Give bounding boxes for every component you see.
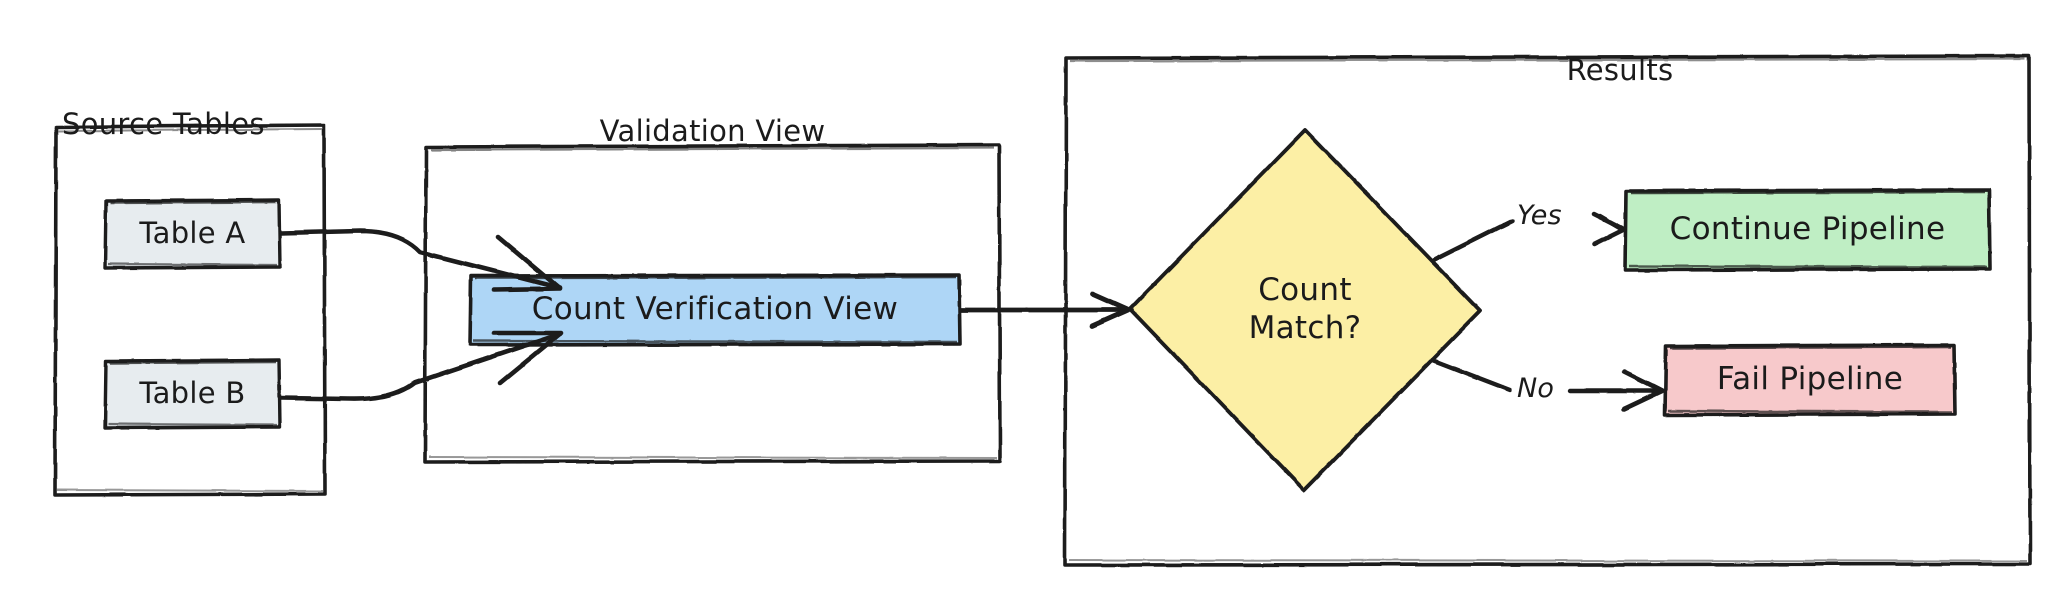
node-count-match-decision[interactable] xyxy=(1128,128,1482,492)
node-fail-pipeline[interactable] xyxy=(1663,343,1957,417)
edge-decision-no-to-fail-pipeline xyxy=(1429,357,1665,412)
table-a-hit-target[interactable] xyxy=(105,200,280,268)
node-table-b[interactable] xyxy=(103,358,282,430)
node-table-a[interactable] xyxy=(103,198,282,270)
node-continue-pipeline[interactable] xyxy=(1623,188,1992,272)
node-label-continue-pipeline: Continue Pipeline xyxy=(1669,211,1946,248)
edge-decision-yes-to-continue-pipeline xyxy=(1431,211,1627,263)
table-b-hit-target[interactable] xyxy=(105,360,280,428)
edge-table-a-to-count-verification-view xyxy=(278,228,563,293)
container-title-results: Results xyxy=(1566,53,1674,88)
node-label-table-b: Table B xyxy=(139,376,246,411)
continue-pipeline-hit-target[interactable] xyxy=(1625,190,1990,270)
fail-pipeline-hit-target[interactable] xyxy=(1665,345,1955,415)
node-label-fail-pipeline: Fail Pipeline xyxy=(1716,361,1904,398)
edge-label-no: No xyxy=(1517,373,1555,404)
container-title-validation-view: Validation View xyxy=(599,114,826,149)
node-label-count-match-line2: Match? xyxy=(1248,310,1362,346)
node-label-count-match: Count Match? xyxy=(1175,262,1435,358)
node-label-count-verification-view: Count Verification View xyxy=(531,291,899,328)
node-label-table-a: Table A xyxy=(139,216,246,251)
edge-count-verification-view-to-decision xyxy=(958,291,1131,329)
count-match-decision-hit-target[interactable] xyxy=(1130,130,1480,490)
edge-label-yes: Yes xyxy=(1517,200,1562,231)
node-count-verification-view[interactable] xyxy=(468,273,962,347)
container-source-tables xyxy=(53,123,327,497)
count-verification-view-hit-target[interactable] xyxy=(470,275,960,345)
container-title-source-tables: Source Tables xyxy=(62,107,265,141)
edge-table-b-to-count-verification-view xyxy=(278,330,564,402)
node-label-count-match-line1: Count xyxy=(1258,272,1352,309)
